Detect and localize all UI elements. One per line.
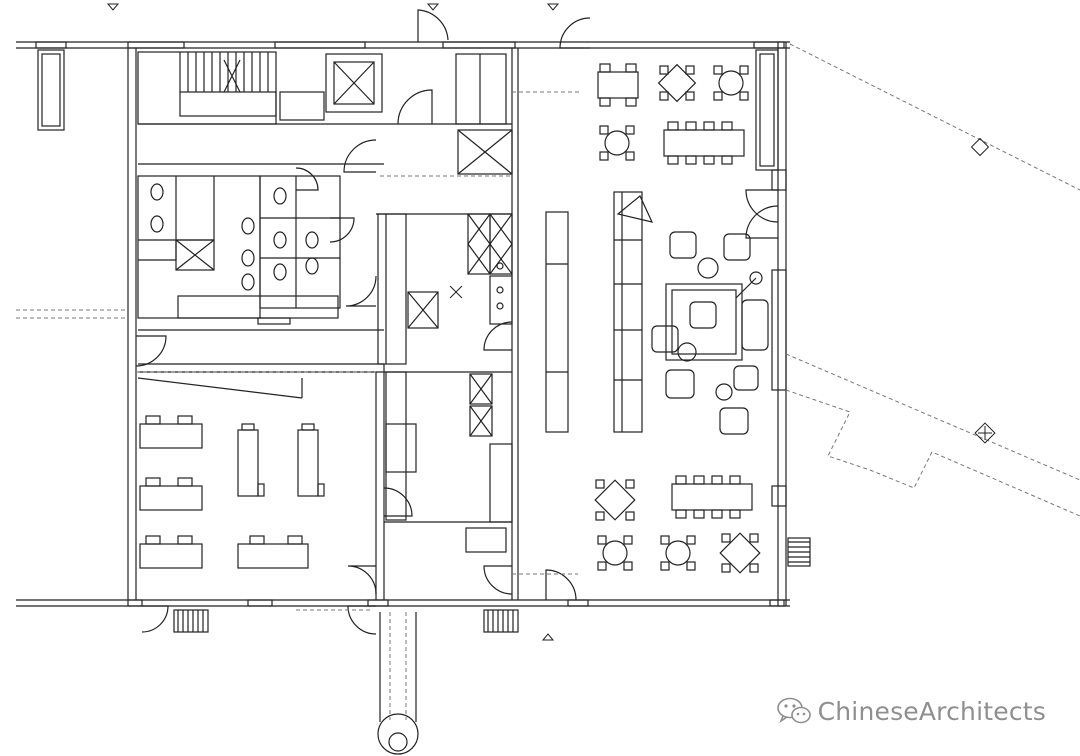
doors xyxy=(135,9,779,635)
window-jamb-left xyxy=(37,49,65,131)
office-room xyxy=(137,371,376,569)
toilet-block xyxy=(137,175,384,365)
entry-ramp xyxy=(377,612,419,755)
lounge-area xyxy=(651,231,769,435)
service-shafts xyxy=(455,53,513,175)
floor-gratings xyxy=(173,537,811,633)
watermark-text: ChineseArchitects xyxy=(817,696,1046,726)
wechat-icon xyxy=(776,697,811,724)
watermark: ChineseArchitects xyxy=(776,696,1046,726)
stair-core xyxy=(137,51,512,165)
window-jamb-right xyxy=(755,49,779,171)
bar-counter xyxy=(545,191,654,433)
dashed-overhead-lines xyxy=(16,43,1080,720)
kitchen-lower xyxy=(375,364,513,600)
dining-area-top xyxy=(597,63,749,165)
markers xyxy=(106,3,996,641)
elevator xyxy=(325,53,383,113)
kitchen-upper xyxy=(376,213,513,365)
dining-area-bottom xyxy=(594,475,761,574)
